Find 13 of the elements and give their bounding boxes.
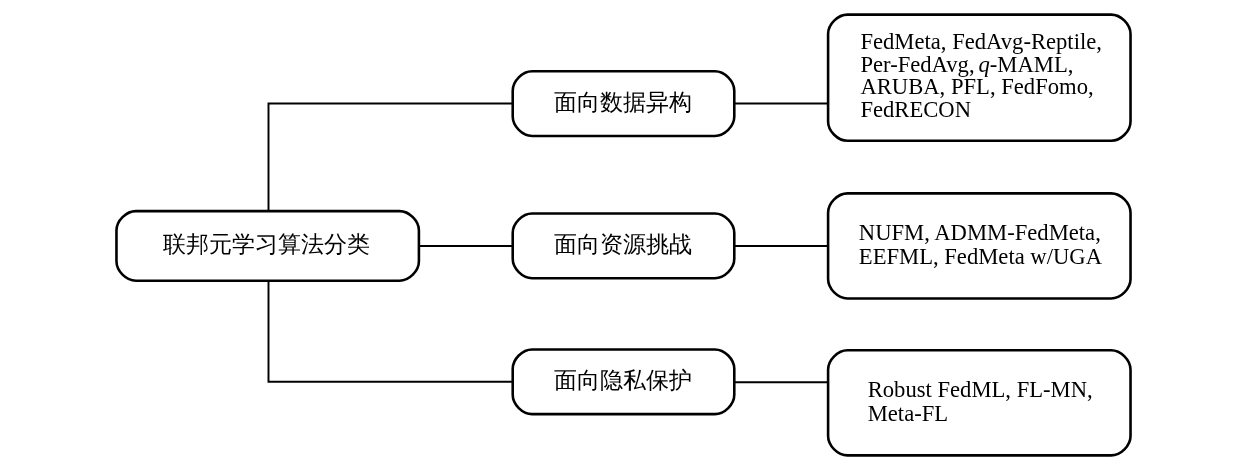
node-box: NUFM, ADMM-FedMeta, EEFML, FedMeta w/UGA <box>826 192 1132 300</box>
connector <box>733 102 829 105</box>
node-box: 面向隐私保护 <box>510 348 736 416</box>
node-box: Robust FedML, FL-MN, Meta-FL <box>826 348 1132 457</box>
node-box: FedMeta, FedAvg-Reptile, Per-FedAvg, q-MAML, ARUBA, PFL, FedFomo, FedRECON <box>826 13 1132 143</box>
node-box: 联邦元学习算法分类 <box>114 209 420 282</box>
connector <box>267 279 514 383</box>
connector <box>267 102 514 212</box>
connector <box>417 244 514 247</box>
node-box: 面向数据异构 <box>510 69 736 138</box>
node-box: 面向资源挑战 <box>510 212 736 280</box>
connector <box>733 244 829 247</box>
connector <box>733 381 829 384</box>
